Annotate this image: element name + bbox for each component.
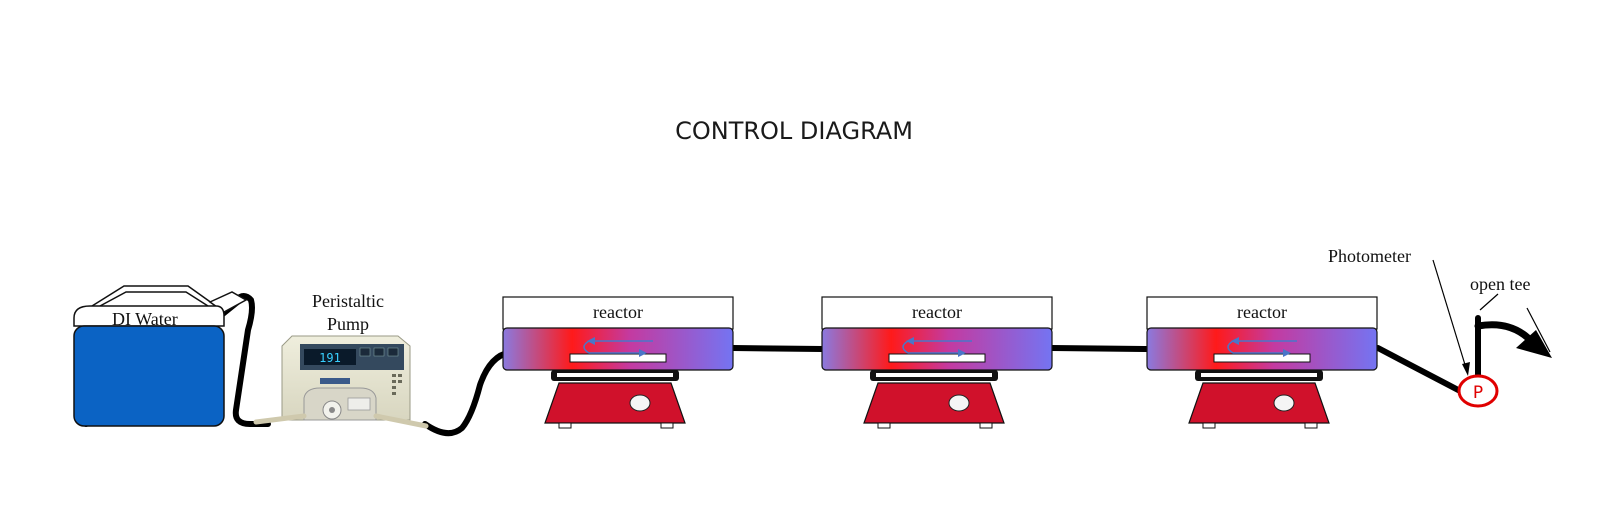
- pump-display-value: 191: [319, 351, 341, 365]
- photometer-label: Photometer: [1328, 246, 1411, 266]
- pump-outlet-fitting: [373, 413, 429, 429]
- hotplate-base: [863, 382, 1005, 424]
- hotplate-base: [544, 382, 686, 424]
- flow-arrow-right: [1227, 340, 1287, 354]
- photometer-symbol-letter: P: [1473, 383, 1483, 403]
- tube-r1-r2: [730, 345, 825, 352]
- pump-inlet-fitting: [253, 413, 307, 425]
- photometer-symbol: [1457, 374, 1499, 408]
- tube-r3-photometer: [1375, 345, 1465, 395]
- pump-head: [303, 387, 377, 421]
- pump-label-line2: Pump: [326, 314, 369, 335]
- jug-outlet-tube: [232, 293, 271, 427]
- reactor-2-label: reactor: [912, 302, 962, 322]
- open-tee-pointer: [1479, 293, 1499, 311]
- hotplate-base: [1188, 382, 1330, 424]
- photometer-pointer: [1432, 259, 1470, 376]
- discharge-flow-line: [1526, 307, 1551, 353]
- stir-bar: [1213, 353, 1311, 363]
- reactor-bath: [502, 327, 734, 371]
- reactor-1: [502, 296, 734, 429]
- pump-outlet-tube: [422, 348, 521, 437]
- pump-label: Peristaltic Pump: [296, 290, 400, 337]
- tube-r2-r3: [1049, 345, 1150, 352]
- peristaltic-pump: 191: [253, 335, 429, 429]
- stir-bar: [888, 353, 986, 363]
- discharge-arrow: [1516, 330, 1552, 358]
- tee-discharge-tube: [1474, 321, 1536, 346]
- reactor-label-box: [821, 296, 1053, 330]
- di-water-jug: [73, 285, 248, 427]
- photometer: P: [1457, 374, 1499, 408]
- pump-display: [304, 349, 356, 365]
- stir-bar: [569, 353, 667, 363]
- reactor-3: [1146, 296, 1378, 429]
- flow-arrow-right: [902, 340, 962, 354]
- jug-body-outline: [73, 305, 225, 327]
- open-tee-label: open tee: [1470, 274, 1531, 294]
- reactor-label-box: [502, 296, 734, 330]
- reactor-bath: [1146, 327, 1378, 371]
- hotplate-knob: [1273, 394, 1295, 412]
- diagram-title: CONTROL DIAGRAM: [675, 117, 913, 145]
- reactor-bath: [821, 327, 1053, 371]
- reactor-3-label: reactor: [1237, 302, 1287, 322]
- hotplate-knob: [629, 394, 651, 412]
- di-water-label: DI Water: [112, 309, 178, 329]
- reactor-2: [821, 296, 1053, 429]
- jug-handle: [91, 285, 217, 307]
- flow-arrow-right: [583, 340, 643, 354]
- pump-label-line1: Peristaltic: [312, 291, 384, 311]
- reactor-label-box: [1146, 296, 1378, 330]
- reactor-1-label: reactor: [593, 302, 643, 322]
- hotplate-knob: [948, 394, 970, 412]
- jug-water: [73, 325, 225, 427]
